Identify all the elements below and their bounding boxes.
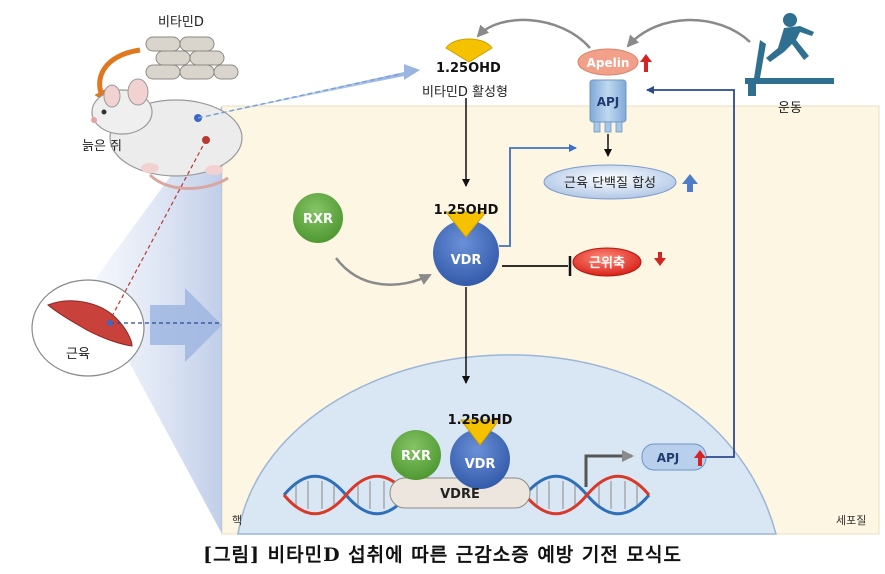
vdr-nucleus-label: VDR [465,457,496,472]
apelin-label: Apelin [587,56,630,70]
vitamin-d-pills-icon [145,36,239,80]
atrophy-label: 근위축 [589,255,625,271]
vdr-cytoplasm-shape [433,220,499,286]
rxr-cytoplasm-label: RXR [303,212,333,227]
nucleus-ligand-label: 1.25OHD [448,413,513,428]
blood-dashed-link [197,73,401,119]
mouse-icon [91,78,243,190]
exercise-to-apelin-arrow [626,18,751,48]
rxr-to-vdr-arrow [335,257,432,286]
protein-synthesis-label: 근육 단백질 합성 [564,176,656,191]
vdr-nucleus-shape [450,429,510,489]
old-mouse-label: 늙은 쥐 [82,139,122,154]
cytoplasm-label: 세포질 [836,514,866,527]
treadmill-runner-icon [745,13,834,96]
transcription-arrow [584,450,634,487]
apelin-shape [577,48,639,76]
active-form-name-label: 비타민D 활성형 [422,85,508,100]
nucleus-label: 핵 [232,514,242,527]
active-form-compound-label: 1.25OHD [436,61,501,76]
apj-gene-label: APJ [657,451,680,465]
protein-synthesis-shape [543,164,677,200]
atrophy-shape [572,247,642,277]
vitamin-d-label: 비타민D [158,15,204,30]
vdr-cytoplasm-label: VDR [451,253,482,268]
protein-up-arrow-icon [682,174,698,192]
dna-helix [282,474,651,516]
apj-receptor-label: APJ [597,95,620,109]
vdr-ligand-icon [444,211,488,238]
muscle-icon [47,300,133,347]
rxr-nucleus-shape [391,430,441,480]
active-ligand-icon [445,38,493,63]
rxr-nucleus-label: RXR [401,449,431,464]
vdr-ligand-label: 1.25OHD [434,203,499,218]
apj-gene-up-arrow-icon [694,450,706,466]
apelin-up-arrow-icon [640,54,652,72]
rxr-cytoplasm-shape [293,193,343,243]
muscle-dot [107,320,113,326]
atrophy-down-arrow-icon [654,252,666,266]
mouse-muscle-link [109,139,207,321]
intake-arrow [94,47,141,102]
apelin-to-ligand-arrow [476,18,591,49]
zoom-arrow-icon [150,288,222,362]
figure-caption: [그림] 비타민D 섭취에 따른 근감소증 예방 기전 모식도 [203,544,682,566]
apj-receptor-stalks [593,121,623,133]
vdr-to-protein-arrow [499,144,577,247]
dna-base-pairs [295,481,638,509]
apj-feedback-arrow [646,86,735,458]
vdre-label: VDRE [440,487,480,502]
muscle-label: 근육 [66,347,90,362]
exercise-label: 운동 [778,101,802,116]
nucleus-ligand-icon [459,419,501,446]
